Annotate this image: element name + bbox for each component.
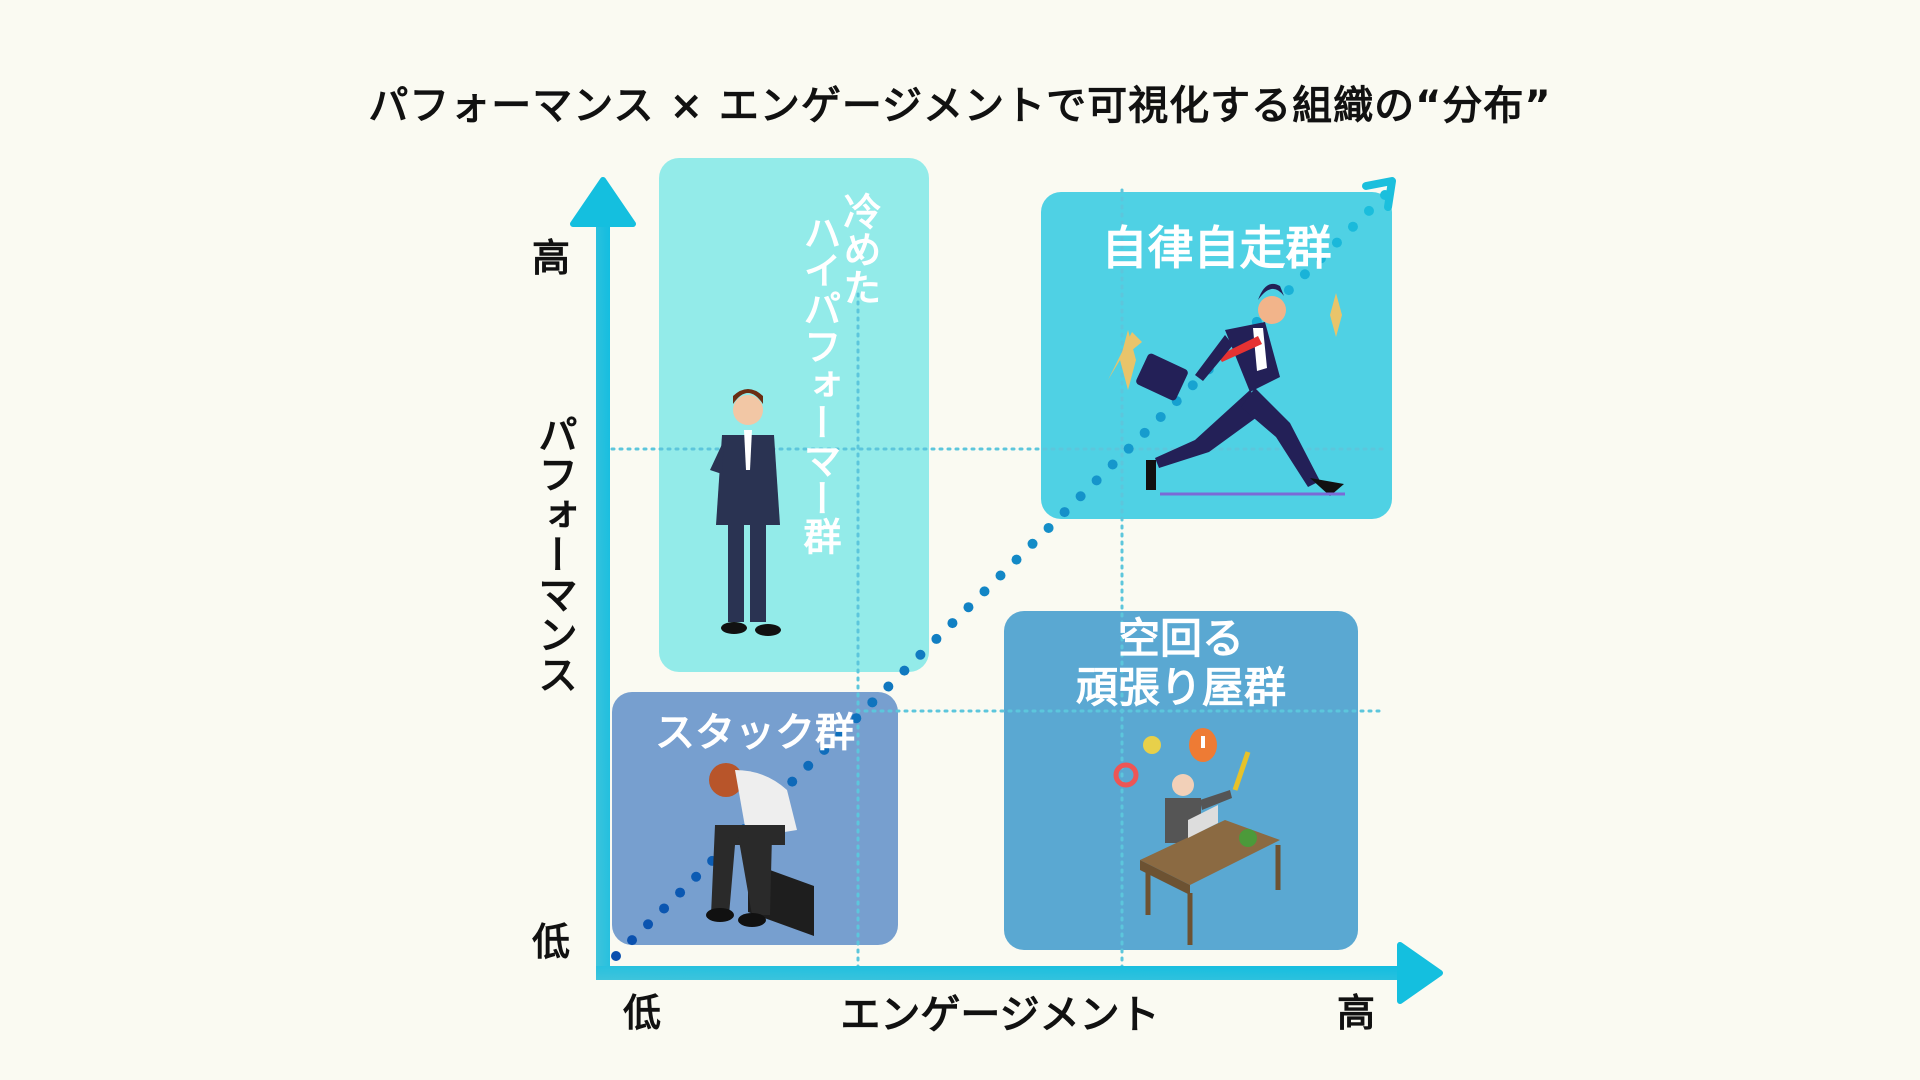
trend-dot — [995, 570, 1006, 581]
trend-dot — [963, 602, 974, 613]
trend-dot — [979, 586, 990, 597]
x-axis-line — [596, 966, 1406, 980]
trend-dot — [1123, 443, 1134, 454]
trend-dot — [787, 776, 798, 787]
trend-dot — [1091, 475, 1102, 486]
trend-dot — [835, 729, 846, 740]
y-axis-low-label: 低 — [532, 920, 571, 964]
y-axis-arrowhead — [570, 177, 636, 227]
trend-dot — [931, 633, 942, 644]
trend-dot — [659, 903, 670, 914]
spinning-label-line1: 空回る — [1117, 614, 1244, 663]
stuck-label: スタック群 — [655, 710, 855, 756]
trend-dot — [1315, 253, 1326, 264]
trend-dot — [867, 697, 878, 708]
x-axis-low-label: 低 — [623, 991, 662, 1035]
trend-dot — [899, 665, 910, 676]
trend-dot — [1331, 237, 1342, 248]
trend-dot — [851, 713, 862, 724]
trend-dot — [1299, 269, 1310, 280]
trend-dot — [627, 935, 638, 946]
trend-dot — [1043, 522, 1054, 533]
trend-dot — [883, 681, 894, 692]
trend-arrowhead — [1362, 177, 1396, 211]
trend-dot — [1363, 205, 1374, 216]
trend-dot — [691, 871, 702, 882]
trend-dot — [1347, 221, 1358, 232]
y-axis-high-label: 高 — [532, 236, 571, 280]
x-axis-high-label: 高 — [1337, 991, 1376, 1035]
cold-high-performer-label-line1: 冷めた — [837, 192, 881, 306]
trend-dot — [611, 951, 621, 961]
trend-dot — [1059, 507, 1070, 518]
trend-dot — [675, 887, 686, 898]
autonomous-label: 自律自走群 — [1101, 221, 1332, 275]
stuck-man-illustration — [706, 763, 814, 936]
trend-dot — [819, 744, 830, 755]
trend-dot — [1027, 538, 1038, 549]
y-axis-line — [596, 210, 610, 980]
cold-high-performer-label-line2: ハイパフォーマー群 — [797, 213, 841, 555]
running-man-illustration — [1108, 283, 1345, 496]
busy-worker-illustration — [1113, 728, 1281, 945]
trend-dot — [1011, 554, 1022, 565]
trend-dot — [643, 919, 654, 930]
trend-dot — [1139, 427, 1150, 438]
page-title: パフォーマンス × エンゲージメントで可視化する組織の“分布” — [368, 83, 1552, 129]
trend-dot — [803, 760, 814, 771]
x-axis-title: エンゲージメント — [840, 992, 1160, 1038]
trend-dot — [1283, 285, 1294, 296]
trend-dot — [1187, 380, 1198, 391]
trend-dot — [947, 618, 958, 629]
x-axis-arrowhead — [1397, 942, 1443, 1004]
y-axis-title: パフォーマンス — [531, 414, 577, 694]
card-cold-high-performer — [659, 158, 929, 672]
trend-dot — [1155, 411, 1166, 422]
trend-dot — [915, 649, 926, 660]
trend-dot — [1107, 459, 1118, 470]
trend-dot — [1075, 491, 1086, 502]
spinning-label-line2: 頑張り屋群 — [1075, 663, 1286, 712]
standing-man-illustration — [710, 389, 781, 636]
